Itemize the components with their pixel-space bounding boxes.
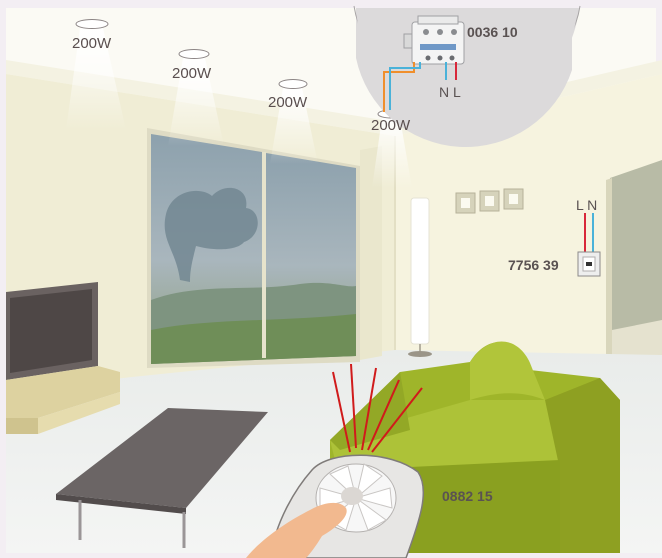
dimmer-module-wires: N L bbox=[439, 85, 461, 99]
tv-screen bbox=[10, 289, 92, 373]
wall-pictures bbox=[456, 189, 523, 213]
wall-switch-icon bbox=[578, 252, 600, 276]
remote-code: 0882 15 bbox=[442, 489, 493, 503]
light-4-power-label: 200W bbox=[371, 118, 410, 133]
wall-switch-wires: L N bbox=[576, 198, 597, 212]
ceiling-light-icon bbox=[76, 20, 108, 29]
light-3-power-label: 200W bbox=[268, 95, 307, 110]
dimmer-module-code: 0036 10 bbox=[467, 25, 518, 39]
ceiling-light-icon bbox=[279, 80, 307, 89]
doorway-frame bbox=[606, 178, 612, 364]
floor-lamp-base bbox=[408, 351, 432, 357]
ceiling-light-icon bbox=[179, 50, 209, 59]
tv-stand-front bbox=[6, 418, 38, 434]
light-1-power-label: 200W bbox=[72, 36, 111, 51]
floor-lamp-shade bbox=[411, 198, 429, 344]
dimmer-module-icon bbox=[404, 16, 464, 64]
wall-switch-code: 7756 39 bbox=[508, 258, 559, 272]
light-2-power-label: 200W bbox=[172, 66, 211, 81]
